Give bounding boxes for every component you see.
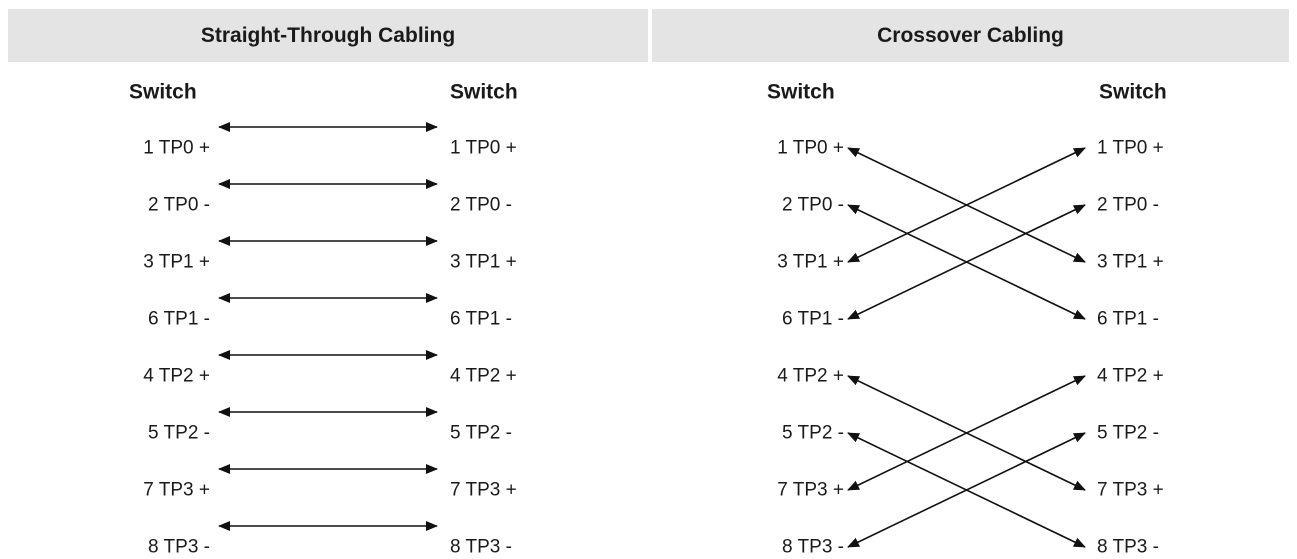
straight-left-pin-label: 7 TP3 + [143,479,210,501]
crossover-right-pin-label: 6 TP1 - [1097,308,1159,330]
straight-left-pin-label: 1 TP0 + [143,137,210,159]
straight-left-pin-label: 3 TP1 + [143,251,210,273]
straight-right-switch-label: Switch [450,80,518,104]
straight-left-pin-label: 8 TP3 - [148,536,210,558]
crossover-right-pin-label: 4 TP2 + [1097,365,1164,387]
crossover-right-pin-label: 2 TP0 - [1097,194,1159,216]
crossover-left-pin-label: 8 TP3 - [782,536,844,558]
straight-left-pin-label: 6 TP1 - [148,308,210,330]
straight-right-pin-label: 3 TP1 + [450,251,517,273]
straight-left-switch-label: Switch [129,80,197,104]
straight-through-header: Straight-Through Cabling [8,9,648,62]
crossover-left-pin-label: 4 TP2 + [777,365,844,387]
crossover-right-pin-label: 3 TP1 + [1097,251,1164,273]
straight-left-pin-label: 2 TP0 - [148,194,210,216]
straight-left-pin-label: 4 TP2 + [143,365,210,387]
straight-right-pin-label: 4 TP2 + [450,365,517,387]
crossover-header: Crossover Cabling [652,9,1289,62]
straight-right-pin-label: 5 TP2 - [450,422,512,444]
crossover-left-pin-label: 2 TP0 - [782,194,844,216]
crossover-left-switch-label: Switch [767,80,835,104]
crossover-right-pin-label: 1 TP0 + [1097,137,1164,159]
straight-left-pin-label: 5 TP2 - [148,422,210,444]
crossover-left-pin-label: 3 TP1 + [777,251,844,273]
crossover-left-pin-label: 7 TP3 + [777,479,844,501]
crossover-wire [847,432,1086,548]
crossover-right-switch-label: Switch [1099,80,1167,104]
straight-through-title: Straight-Through Cabling [200,23,456,47]
crossover-left-pin-label: 6 TP1 - [782,308,844,330]
crossover-right-pin-label: 8 TP3 - [1097,536,1159,558]
straight-right-pin-label: 1 TP0 + [450,137,517,159]
straight-right-pin-label: 6 TP1 - [450,308,512,330]
crossover-title: Crossover Cabling [877,23,1064,47]
straight-right-pin-label: 7 TP3 + [450,479,517,501]
crossover-right-pin-label: 7 TP3 + [1097,479,1164,501]
straight-right-pin-label: 2 TP0 - [450,194,512,216]
straight-right-pin-label: 8 TP3 - [450,536,512,558]
crossover-wire [847,204,1086,320]
crossover-left-pin-label: 5 TP2 - [782,422,844,444]
crossover-left-pin-label: 1 TP0 + [777,137,844,159]
crossover-right-pin-label: 5 TP2 - [1097,422,1159,444]
